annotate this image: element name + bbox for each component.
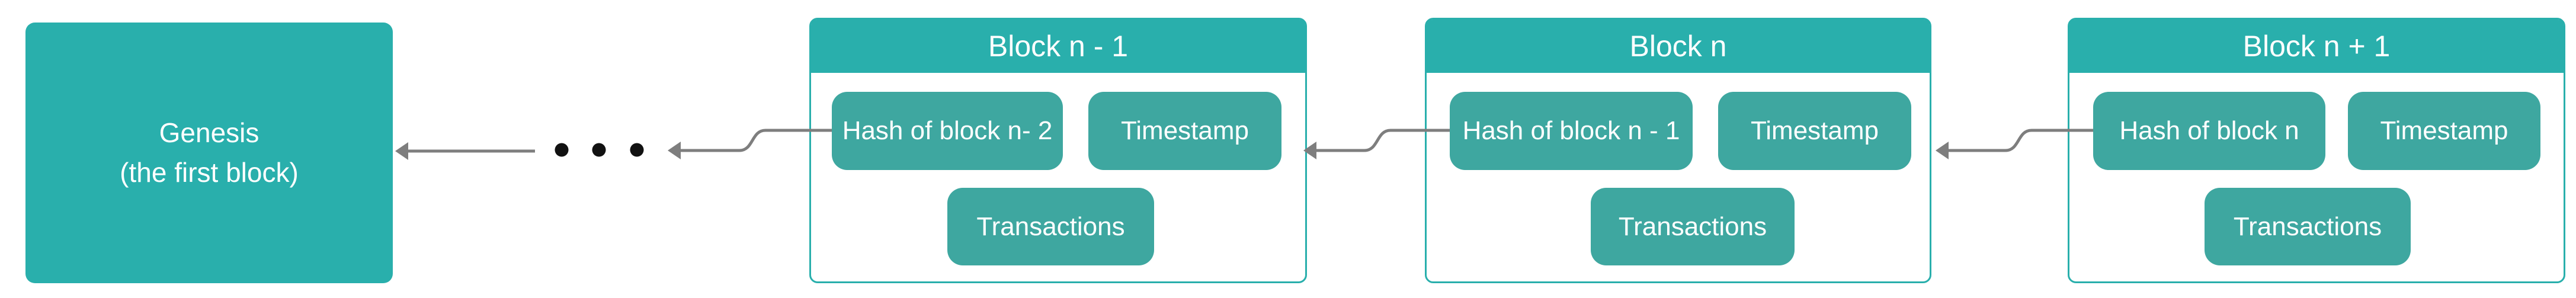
- hash-chip: Hash of block n- 2: [832, 92, 1063, 170]
- block-title: Block n - 1: [988, 30, 1129, 63]
- ellipsis-dots: [555, 143, 644, 157]
- ellipsis-dot: [555, 143, 569, 157]
- hash-chip-label: Hash of block n: [2119, 116, 2299, 145]
- hash-chip-label: Hash of block n - 1: [1462, 116, 1680, 145]
- hash-chip: Hash of block n: [2093, 92, 2325, 170]
- block-card-n-plus-1: Block n + 1 Hash of block n Timestamp Tr…: [2068, 18, 2565, 283]
- transactions-chip: Transactions: [947, 188, 1154, 265]
- hash-chip: Hash of block n - 1: [1450, 92, 1693, 170]
- hash-chip-label: Hash of block n- 2: [842, 116, 1053, 145]
- block-card-n: Block n Hash of block n - 1 Timestamp Tr…: [1425, 18, 1931, 283]
- genesis-subtitle: (the first block): [120, 157, 299, 188]
- timestamp-chip: Timestamp: [2348, 92, 2540, 170]
- block-header: Block n + 1: [2069, 20, 2564, 73]
- transactions-chip: Transactions: [1591, 188, 1795, 265]
- block-header: Block n: [1427, 20, 1930, 73]
- timestamp-chip: Timestamp: [1088, 92, 1281, 170]
- transactions-chip-label: Transactions: [2233, 212, 2382, 241]
- timestamp-chip: Timestamp: [1718, 92, 1911, 170]
- block-header: Block n - 1: [811, 20, 1305, 73]
- block-title: Block n: [1629, 30, 1727, 63]
- transactions-chip-label: Transactions: [1618, 212, 1767, 241]
- timestamp-chip-label: Timestamp: [1121, 116, 1249, 145]
- arrowhead-to-genesis: [395, 142, 408, 160]
- arrowhead-to-block-n: [1936, 142, 1949, 159]
- transactions-chip: Transactions: [2205, 188, 2411, 265]
- ellipsis-dot: [592, 143, 606, 157]
- arrowhead-to-dots: [668, 142, 681, 159]
- timestamp-chip-label: Timestamp: [1751, 116, 1879, 145]
- genesis-title: Genesis: [159, 117, 259, 149]
- genesis-node: Genesis (the first block): [25, 23, 393, 283]
- block-card-n-1: Block n - 1 Hash of block n- 2 Timestamp…: [809, 18, 1307, 283]
- transactions-chip-label: Transactions: [976, 212, 1125, 241]
- block-title: Block n + 1: [2242, 30, 2391, 63]
- timestamp-chip-label: Timestamp: [2380, 116, 2508, 145]
- ellipsis-dot: [630, 143, 644, 157]
